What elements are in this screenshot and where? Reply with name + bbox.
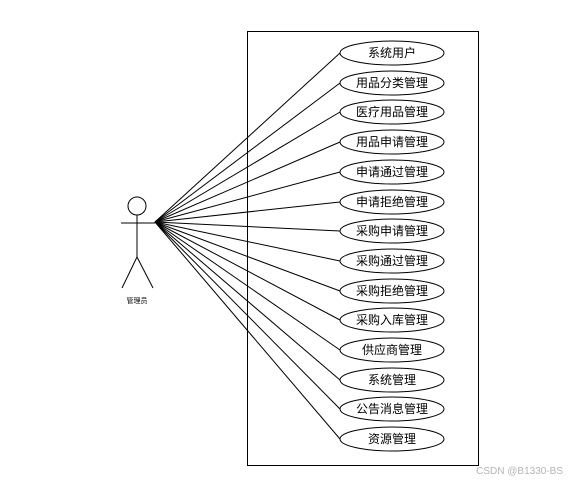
use-case-label: 采购申请管理 <box>356 223 428 238</box>
association-line <box>154 221 341 321</box>
actor-left-leg <box>121 256 138 289</box>
use-case-ellipse <box>339 40 445 66</box>
use-case-ellipse <box>339 70 445 96</box>
use-case: 采购入库管理 <box>339 307 445 333</box>
actor-figure: 管理员 <box>121 196 155 305</box>
association-line <box>154 221 341 262</box>
use-case-ellipse <box>339 426 445 452</box>
use-case: 供应商管理 <box>339 337 445 363</box>
association-line <box>154 221 341 381</box>
use-case: 系统管理 <box>339 367 445 393</box>
association-line <box>154 201 341 223</box>
use-case-label: 申请拒绝管理 <box>356 194 428 209</box>
association-line <box>154 221 341 292</box>
system-boundary <box>247 31 479 466</box>
actor-head <box>127 196 147 216</box>
actor-right-leg <box>136 256 154 289</box>
use-case-ellipse <box>339 396 445 422</box>
use-case: 公告消息管理 <box>339 396 445 422</box>
use-case: 用品申请管理 <box>339 129 445 155</box>
use-case-label: 采购拒绝管理 <box>356 283 428 298</box>
use-case-ellipse <box>339 337 445 363</box>
association-line <box>154 171 341 223</box>
use-case-label: 系统用户 <box>368 45 416 60</box>
use-case: 资源管理 <box>339 426 445 452</box>
use-case-ellipse <box>339 367 445 393</box>
use-case: 采购拒绝管理 <box>339 278 445 304</box>
association-line <box>154 52 341 223</box>
association-line <box>154 221 341 232</box>
use-case-ellipse <box>339 159 445 185</box>
use-case-ellipse <box>339 129 445 155</box>
use-case: 采购申请管理 <box>339 218 445 244</box>
association-line <box>154 221 341 410</box>
use-case-ellipse <box>339 218 445 244</box>
association-lines <box>154 52 341 440</box>
actor-label: 管理员 <box>127 296 148 305</box>
use-case-label: 采购入库管理 <box>356 312 428 327</box>
use-case: 申请通过管理 <box>339 159 445 185</box>
use-case: 用品分类管理 <box>339 70 445 96</box>
use-case-label: 采购通过管理 <box>356 253 428 268</box>
use-case-label: 用品申请管理 <box>356 134 428 149</box>
association-line <box>154 221 341 351</box>
use-case-label: 系统管理 <box>368 372 416 387</box>
use-case-list: 系统用户用品分类管理医疗用品管理用品申请管理申请通过管理申请拒绝管理采购申请管理… <box>339 40 445 452</box>
association-line <box>154 82 341 223</box>
use-case-ellipse <box>339 278 445 304</box>
use-case-ellipse <box>339 307 445 333</box>
use-case: 医疗用品管理 <box>339 99 445 125</box>
use-case-label: 公告消息管理 <box>356 401 428 416</box>
use-case-label: 供应商管理 <box>362 342 422 357</box>
use-case-label: 医疗用品管理 <box>356 104 428 119</box>
use-case-label: 申请通过管理 <box>356 164 428 179</box>
use-case: 采购通过管理 <box>339 248 445 274</box>
use-case-ellipse <box>339 248 445 274</box>
use-case-ellipse <box>339 99 445 125</box>
association-line <box>154 141 341 223</box>
use-case-label: 用品分类管理 <box>356 75 428 90</box>
use-case-label: 资源管理 <box>368 431 416 446</box>
association-line <box>154 221 341 440</box>
use-case: 申请拒绝管理 <box>339 189 445 215</box>
watermark: CSDN @B1330-BS <box>476 466 563 477</box>
association-line <box>154 111 341 223</box>
use-case: 系统用户 <box>339 40 445 66</box>
use-case-ellipse <box>339 189 445 215</box>
